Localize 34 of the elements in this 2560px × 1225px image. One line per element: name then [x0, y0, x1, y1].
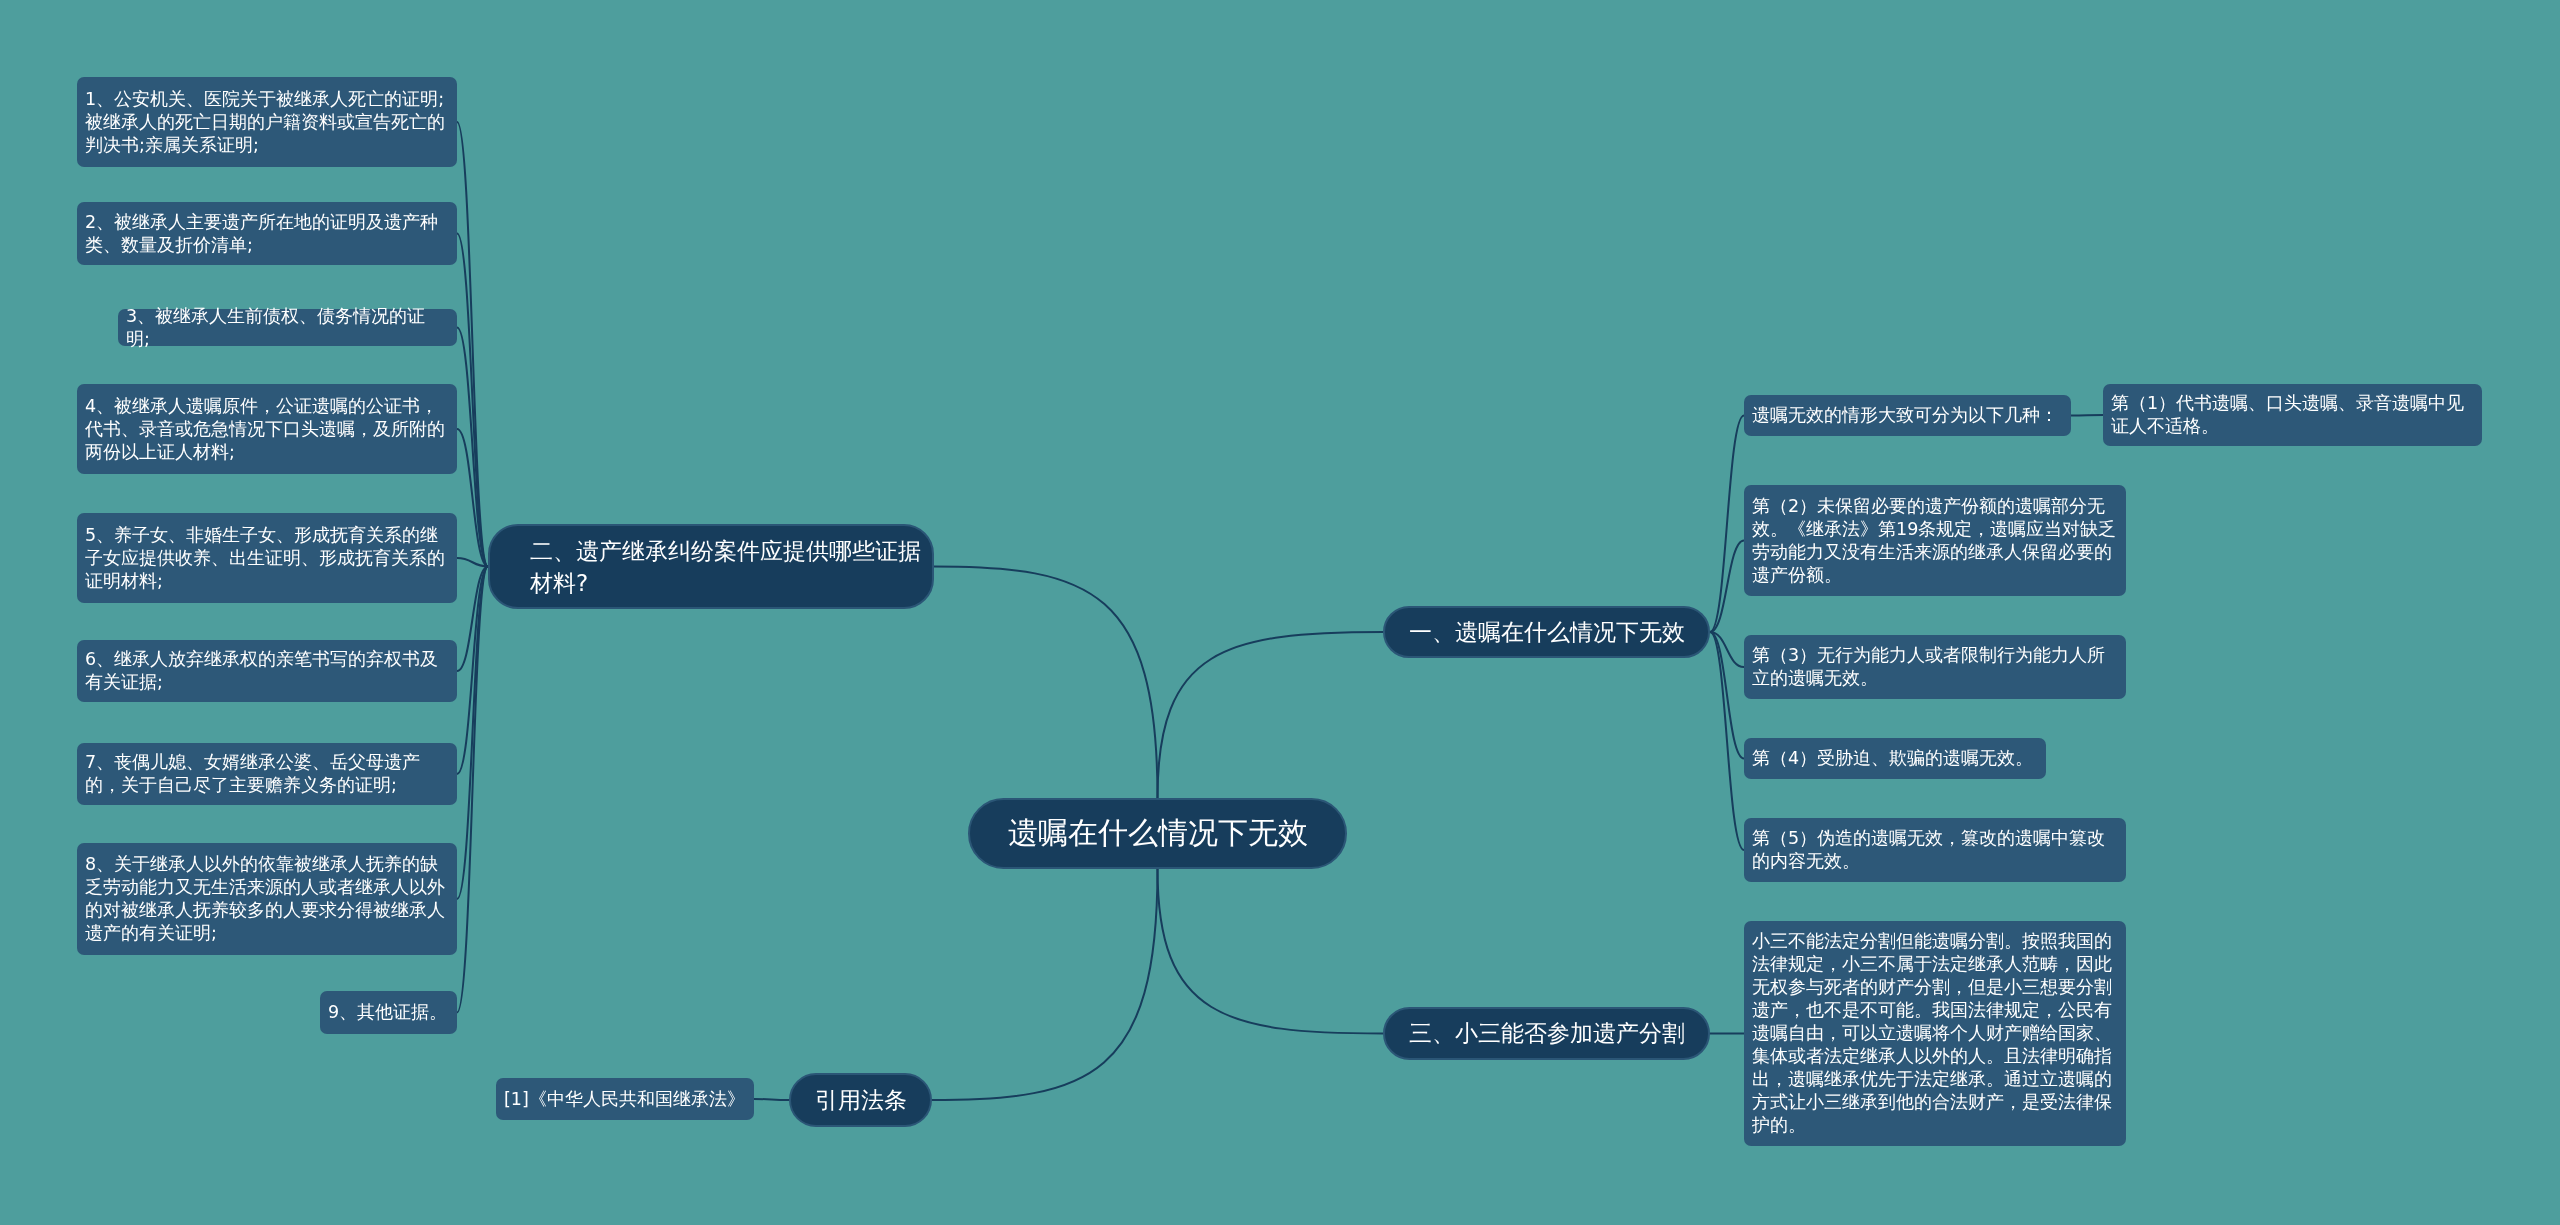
note-box: [1]《中华人民共和国继承法》 — [496, 1078, 754, 1120]
connector — [456, 557, 489, 568]
connector — [1709, 631, 1745, 851]
connector — [2070, 414, 2104, 417]
note-box: 第（1）代书遗嘱、口头遗嘱、录音遗嘱中见证人不适格。 — [2103, 384, 2482, 446]
note-box: 遗嘱无效的情形大致可分为以下几种： — [1744, 395, 2071, 436]
note-box: 6、继承人放弃继承权的亲笔书写的弃权书及有关证据; — [77, 640, 457, 702]
branch-topic: 一、遗嘱在什么情况下无效 — [1383, 606, 1710, 658]
connector — [456, 565, 489, 672]
connector — [1156, 868, 1384, 1035]
note-box: 1、公安机关、医院关于被继承人死亡的证明;被继承人的死亡日期的户籍资料或宣告死亡的判决书;亲属关系证明; — [77, 77, 457, 167]
note-box: 第（5）伪造的遗嘱无效，篡改的遗嘱中篡改的内容无效。 — [1744, 818, 2126, 882]
connector — [1709, 539, 1745, 633]
connector — [933, 565, 1159, 799]
note-box: 2、被继承人主要遗产所在地的证明及遗产种类、数量及折价清单; — [77, 202, 457, 265]
note-box: 3、被继承人生前债权、债务情况的证明; — [118, 309, 457, 346]
connector — [753, 1098, 790, 1101]
note-box: 第（4）受胁迫、欺骗的遗嘱无效。 — [1744, 738, 2046, 779]
branch-topic: 引用法条 — [789, 1073, 932, 1127]
branch-topic: 三、小三能否参加遗产分割 — [1383, 1007, 1710, 1060]
note-box: 小三不能法定分割但能遗嘱分割。按照我国的法律规定，小三不属于法定继承人范畴，因此无权参与死者的财产分割，但是小三想要分割遗产，也不是不可能。我国法律规定，公民有遗嘱自由，可以立遗嘱将个人财产赠给国家、集体或者法定继承人以外的人。且法律明确指出，遗嘱继承优先于法定继承。通过立遗嘱的方式让小三继承到他的合法财产，是受法律保护的。 — [1744, 921, 2126, 1146]
note-box: 9、其他证据。 — [320, 991, 457, 1034]
note-box: 7、丧偶儿媳、女婿继承公婆、岳父母遗产的，关于自己尽了主要赡养义务的证明; — [77, 743, 457, 805]
central-topic: 遗嘱在什么情况下无效 — [968, 798, 1347, 869]
note-box: 第（3）无行为能力人或者限制行为能力人所立的遗嘱无效。 — [1744, 635, 2126, 699]
note-box: 8、关于继承人以外的依靠被继承人抚养的缺乏劳动能力又无生活来源的人或者继承人以外的对被继承人抚养较多的人要求分得被继承人遗产的有关证明; — [77, 843, 457, 955]
connector — [931, 868, 1159, 1101]
branch-topic: 二、遗产继承纠纷案件应提供哪些证据材料? — [488, 524, 934, 609]
connector — [1709, 1032, 1745, 1035]
connector — [1709, 414, 1745, 633]
note-box: 第（2）未保留必要的遗产份额的遗嘱部分无效。《继承法》第19条规定，遗嘱应当对缺乏劳动能力又没有生活来源的继承人保留必要的遗产份额。 — [1744, 485, 2126, 596]
note-box: 4、被继承人遗嘱原件，公证遗嘱的公证书，代书、录音或危急情况下口头遗嘱，及所附的两份以上证人材料; — [77, 384, 457, 474]
connector — [1156, 631, 1384, 799]
note-box: 5、养子女、非婚生子女、形成抚育关系的继子女应提供收养、出生证明、形成抚育关系的证明材料; — [77, 513, 457, 603]
